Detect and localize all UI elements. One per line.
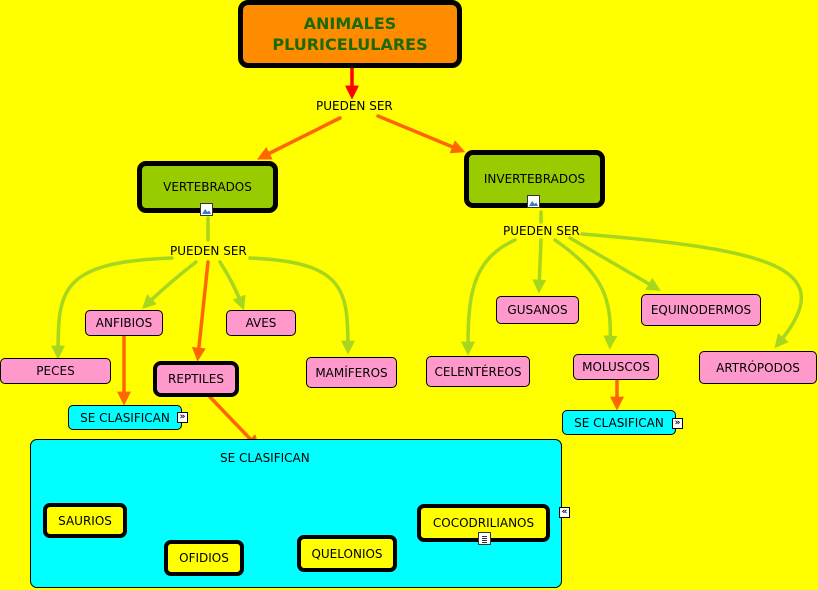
link-pueden-reptiles [191, 260, 210, 362]
link-label-se-clasifican: SE CLASIFICAN [220, 451, 310, 465]
link-pueden-artropodos [580, 232, 804, 349]
link-label-pueden-ser: PUEDEN SER [316, 99, 393, 113]
node-peces[interactable]: PECES [0, 358, 111, 384]
expand-icon[interactable]: » [177, 412, 188, 423]
image-icon[interactable] [200, 203, 213, 216]
node-animales-pluricelulares[interactable]: ANIMALES PLURICELULARES [238, 0, 462, 68]
node-anfibios[interactable]: ANFIBIOS [85, 310, 163, 336]
node-quelonios[interactable]: QUELONIOS [297, 535, 397, 572]
link-label-pueden-ser: PUEDEN SER [170, 244, 247, 258]
link-pueden-anfibios [141, 260, 198, 309]
link-label-pueden-ser: PUEDEN SER [503, 224, 580, 238]
link-pueden-gusanos [532, 238, 547, 294]
image-icon[interactable] [527, 195, 540, 208]
link-pueden-vertebrados [256, 116, 342, 160]
node-saurios[interactable]: SAURIOS [43, 503, 127, 538]
document-icon[interactable] [478, 532, 491, 545]
link-pueden-celentereos [461, 238, 517, 356]
node-invertebrados[interactable]: INVERTEBRADOS [464, 150, 605, 208]
collapse-icon[interactable]: « [559, 507, 570, 518]
node-se-clasifican-moluscos[interactable]: SE CLASIFICAN [562, 410, 676, 435]
link-reptiles-clasifican [208, 395, 260, 450]
node-moluscos[interactable]: MOLUSCOS [573, 354, 659, 380]
link-pueden-equinodermos [568, 236, 661, 291]
node-aves[interactable]: AVES [226, 310, 296, 336]
link-pueden-peces [51, 256, 174, 360]
node-reptiles[interactable]: REPTILES [153, 361, 239, 397]
node-ofidios[interactable]: OFIDIOS [164, 540, 244, 576]
link-pueden-aves [218, 260, 246, 311]
node-gusanos[interactable]: GUSANOS [496, 296, 579, 324]
link-pueden-moluscos [553, 238, 618, 350]
node-equinodermos[interactable]: EQUINODERMOS [641, 294, 761, 326]
node-artropodos[interactable]: ARTRÓPODOS [699, 351, 817, 384]
node-mamiferos[interactable]: MAMÍFEROS [306, 357, 397, 388]
expand-icon[interactable]: » [672, 418, 683, 429]
link-pueden-invertebrados [376, 114, 466, 154]
node-se-clasifican-anfibios[interactable]: SE CLASIFICAN [68, 405, 182, 430]
node-celentereos[interactable]: CELENTÉREOS [426, 356, 530, 387]
link-pueden-mamiferos [248, 256, 355, 355]
